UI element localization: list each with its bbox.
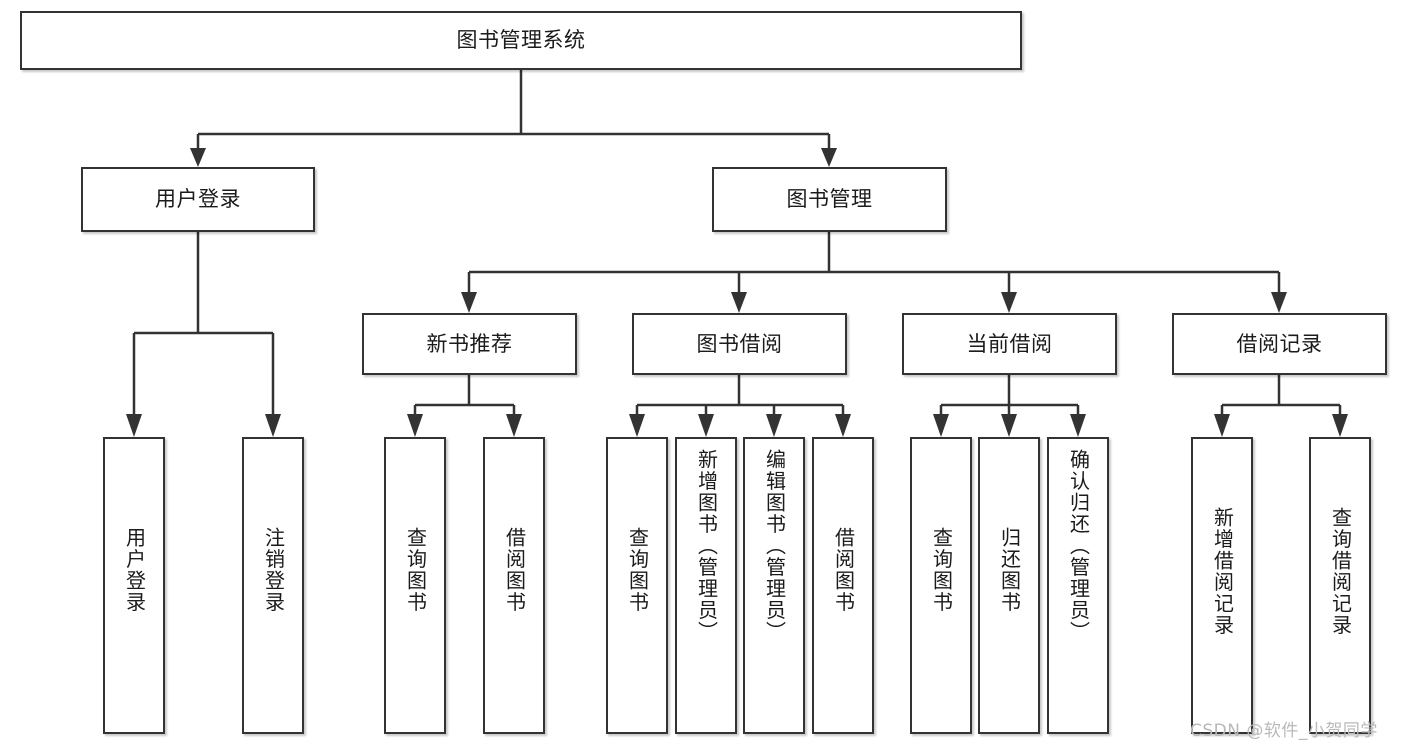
arrow-head-current bbox=[1001, 292, 1017, 313]
node-leaf-user-login-signin[interactable]: 用户登录 bbox=[103, 437, 165, 734]
arrow-head-record-child2 bbox=[1332, 414, 1348, 437]
node-leaf-current-query-book[interactable]: 查询图书 bbox=[910, 437, 972, 734]
node-user-login-label: 用户登录 bbox=[155, 187, 241, 212]
node-leaf-current-confirm-return[interactable]: 确认归还（管理员） bbox=[1047, 437, 1109, 734]
node-borrow-record-label: 借阅记录 bbox=[1236, 331, 1323, 356]
node-leaf-record-add-record-label: 新增借阅记录 bbox=[1210, 507, 1235, 636]
arrow-head-user-login-child2 bbox=[265, 414, 281, 437]
node-new-book-recommend[interactable]: 新书推荐 bbox=[362, 313, 577, 375]
arrow-head-recommend-child2 bbox=[506, 414, 522, 437]
node-book-borrow-label: 图书借阅 bbox=[696, 331, 783, 356]
node-leaf-user-login-signout-label: 注销登录 bbox=[261, 527, 286, 613]
arrow-head-book-mgmt bbox=[821, 148, 837, 167]
arrow-head-current-child3 bbox=[1070, 414, 1086, 437]
arrow-head-borrow-child1 bbox=[629, 414, 645, 437]
node-leaf-borrow-add-book-label: 新增图书（管理员） bbox=[694, 449, 719, 643]
arrow-head-borrow-child4 bbox=[835, 414, 851, 437]
node-leaf-current-confirm-return-label: 确认归还（管理员） bbox=[1066, 449, 1091, 643]
arrow-head-recommend-child1 bbox=[407, 414, 423, 437]
node-leaf-recommend-borrow-book[interactable]: 借阅图书 bbox=[483, 437, 545, 734]
arrow-head-user-login-child1 bbox=[126, 414, 142, 437]
arrow-head-current-child2 bbox=[1001, 414, 1017, 437]
arrow-head-record bbox=[1271, 292, 1287, 313]
arrow-head-borrow-child2 bbox=[698, 414, 714, 437]
arrow-head-recommend bbox=[461, 292, 477, 313]
node-leaf-recommend-query-book[interactable]: 查询图书 bbox=[384, 437, 446, 734]
node-leaf-record-query-record-label: 查询借阅记录 bbox=[1328, 507, 1353, 636]
node-leaf-recommend-borrow-book-label: 借阅图书 bbox=[502, 527, 527, 613]
node-leaf-user-login-signout[interactable]: 注销登录 bbox=[242, 437, 304, 734]
node-leaf-current-query-book-label: 查询图书 bbox=[929, 527, 954, 613]
arrow-head-record-child1 bbox=[1214, 414, 1230, 437]
node-leaf-borrow-edit-book-label: 编辑图书（管理员） bbox=[762, 449, 787, 643]
arrow-head-current-child1 bbox=[933, 414, 949, 437]
node-leaf-record-add-record[interactable]: 新增借阅记录 bbox=[1191, 437, 1253, 734]
node-leaf-current-return-book[interactable]: 归还图书 bbox=[978, 437, 1040, 734]
node-leaf-current-return-book-label: 归还图书 bbox=[997, 527, 1022, 613]
node-leaf-borrow-edit-book[interactable]: 编辑图书（管理员） bbox=[743, 437, 805, 734]
arrow-head-borrow bbox=[731, 292, 747, 313]
node-leaf-user-login-signin-label: 用户登录 bbox=[122, 527, 147, 613]
node-root-system-label: 图书管理系统 bbox=[456, 28, 586, 53]
node-leaf-borrow-query-book[interactable]: 查询图书 bbox=[606, 437, 668, 734]
node-leaf-borrow-query-book-label: 查询图书 bbox=[625, 527, 650, 613]
node-book-management[interactable]: 图书管理 bbox=[712, 167, 947, 232]
node-book-borrow[interactable]: 图书借阅 bbox=[632, 313, 847, 375]
node-current-borrow-label: 当前借阅 bbox=[966, 331, 1053, 356]
node-leaf-record-query-record[interactable]: 查询借阅记录 bbox=[1309, 437, 1371, 734]
node-new-book-recommend-label: 新书推荐 bbox=[426, 331, 513, 356]
node-leaf-recommend-query-book-label: 查询图书 bbox=[403, 527, 428, 613]
node-root-system[interactable]: 图书管理系统 bbox=[20, 11, 1022, 70]
watermark-text: CSDN @软件_小贺同学 bbox=[1190, 721, 1378, 741]
arrow-head-borrow-child3 bbox=[766, 414, 782, 437]
node-leaf-borrow-borrow-book[interactable]: 借阅图书 bbox=[812, 437, 874, 734]
node-current-borrow[interactable]: 当前借阅 bbox=[902, 313, 1117, 375]
node-leaf-borrow-add-book[interactable]: 新增图书（管理员） bbox=[675, 437, 737, 734]
node-leaf-borrow-borrow-book-label: 借阅图书 bbox=[831, 527, 856, 613]
node-user-login[interactable]: 用户登录 bbox=[81, 167, 315, 232]
node-book-management-label: 图书管理 bbox=[786, 187, 873, 212]
arrow-head-user-login bbox=[190, 148, 206, 167]
node-borrow-record[interactable]: 借阅记录 bbox=[1172, 313, 1387, 375]
